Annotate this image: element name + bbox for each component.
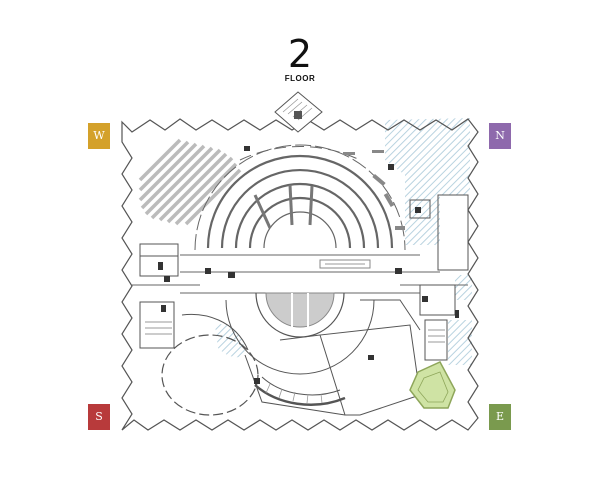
info-icon (244, 146, 250, 151)
lower-curved-stair (254, 376, 346, 406)
restroom-icon (254, 378, 260, 384)
restroom-icon (422, 296, 428, 302)
north-stair-tower (274, 91, 323, 133)
lower-east-walls (244, 299, 421, 416)
accessible-icon (388, 164, 394, 170)
compass-east: E (489, 404, 511, 430)
elevator-icon (228, 272, 235, 278)
stairs-icon (161, 305, 166, 312)
accessible-icon (164, 276, 170, 282)
floor-number: 2 (287, 32, 313, 76)
northwest-seating-stripes (138, 138, 242, 226)
compass-north: N (489, 123, 511, 149)
elevator-icon (395, 268, 402, 274)
northeast-bars (343, 150, 405, 230)
hatch-east-upper (455, 275, 472, 300)
east-core (409, 194, 469, 361)
stairs-icon (455, 310, 459, 318)
info-icon (368, 355, 374, 360)
stairs-icon (158, 262, 163, 270)
amphitheater-rings (194, 144, 406, 251)
highlighted-area (409, 361, 456, 409)
hatch-west-lobby (215, 324, 245, 358)
corridors (132, 254, 468, 294)
amenity-icons (158, 146, 459, 384)
restroom-icon (205, 268, 211, 274)
restroom-icon (415, 207, 421, 213)
floor-label: FLOOR (284, 74, 316, 83)
hatch-northeast (385, 118, 470, 245)
compass-west: W (88, 123, 110, 149)
hatch-east-lower (448, 320, 472, 365)
hatched-areas (215, 118, 472, 365)
lower-amphitheater (225, 292, 375, 375)
compass-south: S (88, 404, 110, 430)
amphitheater-aisles (253, 184, 314, 229)
west-core (139, 243, 179, 349)
elevator-icon (294, 111, 302, 119)
building-outline (121, 118, 479, 431)
lower-west-room (161, 313, 259, 416)
